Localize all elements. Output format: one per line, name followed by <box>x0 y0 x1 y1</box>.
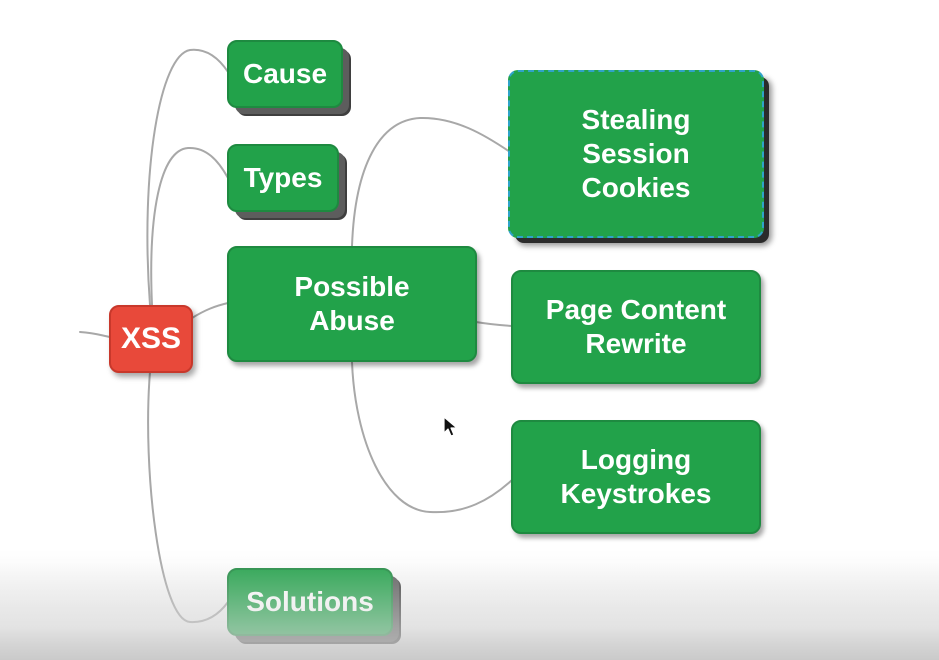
branch-node-label: Possible Abuse <box>294 270 410 336</box>
link-abuse-stealing <box>351 116 511 247</box>
link-xss-cause <box>146 48 229 306</box>
child-node-label: Logging Keystrokes <box>560 443 712 509</box>
link-abuse-logging <box>351 361 513 514</box>
branch-node-label: Cause <box>242 57 328 89</box>
branch-node-cause[interactable]: Cause <box>227 40 343 108</box>
child-node-label: Page Content Rewrite <box>545 293 727 359</box>
link-abuse-page-content <box>475 321 513 327</box>
mouse-pointer-icon <box>443 416 458 437</box>
link-xss-solutions <box>147 371 229 624</box>
branch-node-label: Solutions <box>246 585 374 617</box>
child-node-label: Stealing Session Cookies <box>581 103 691 204</box>
child-node-page-content-rewrite[interactable]: Page Content Rewrite <box>511 270 761 384</box>
child-node-logging-keystrokes[interactable]: Logging Keystrokes <box>511 420 761 534</box>
link-incoming <box>79 331 111 338</box>
branch-node-label: Types <box>243 161 323 193</box>
child-node-stealing-session-cookies[interactable]: Stealing Session Cookies <box>508 70 764 238</box>
link-xss-types <box>150 146 229 306</box>
branch-node-possible-abuse[interactable]: Possible Abuse <box>227 246 477 362</box>
branch-node-types[interactable]: Types <box>227 144 339 212</box>
root-node-label: XSS <box>120 321 182 355</box>
root-node-xss[interactable]: XSS <box>109 305 193 373</box>
branch-node-solutions[interactable]: Solutions <box>227 568 393 636</box>
link-xss-possible-abuse <box>191 302 229 319</box>
